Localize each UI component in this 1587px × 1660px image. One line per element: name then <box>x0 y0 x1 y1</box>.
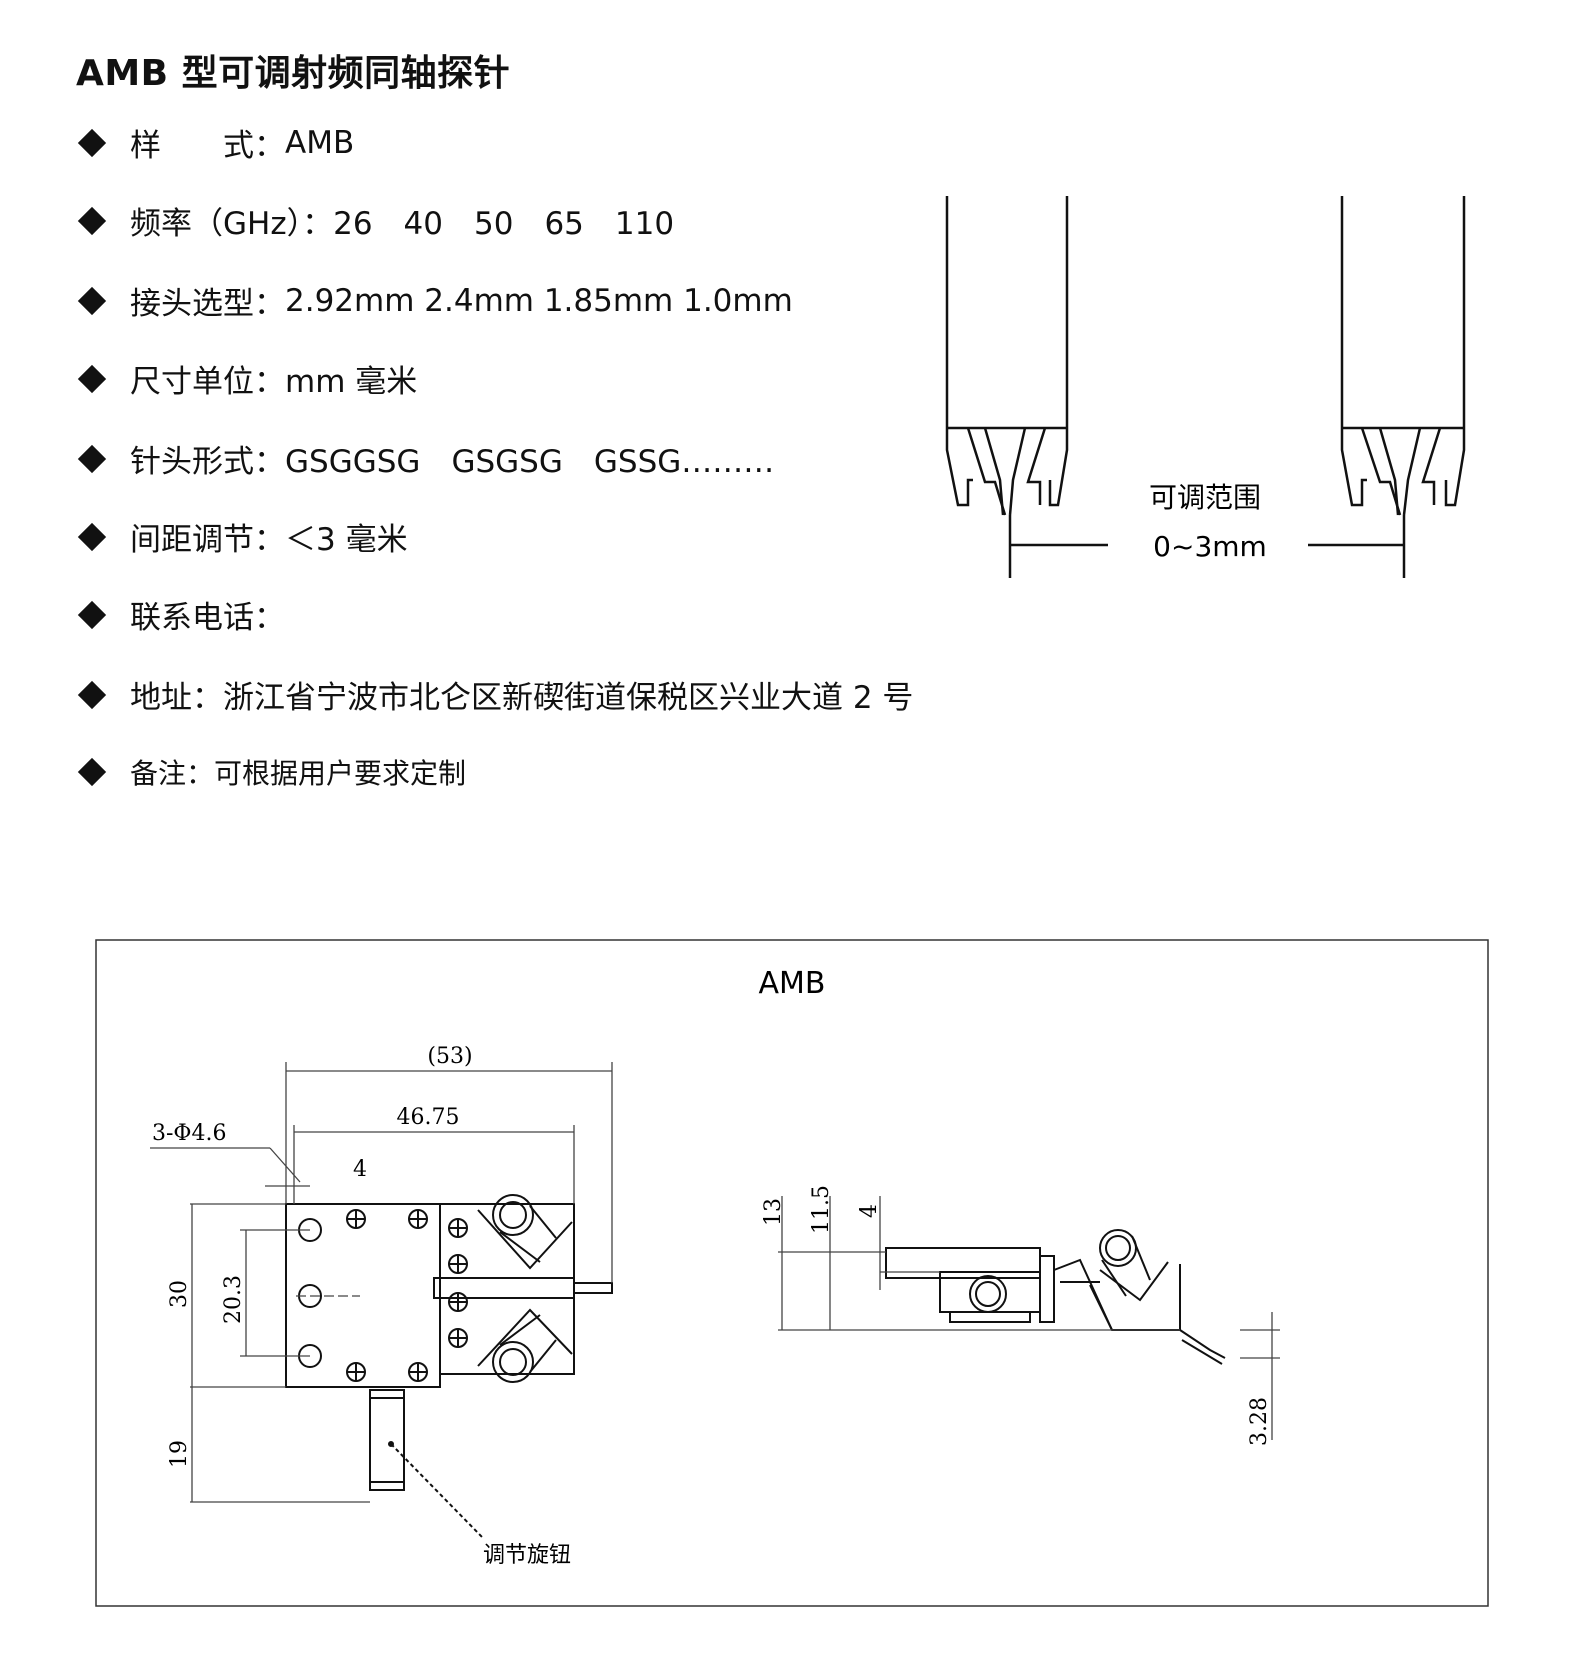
dim-20-3: 20.3 <box>221 1275 246 1324</box>
left-probe-drawing <box>945 196 1069 516</box>
right-probe-drawing <box>1340 196 1466 516</box>
technical-drawing: AMB <box>95 939 1489 1607</box>
spec-label: 针头形式： <box>130 444 285 480</box>
dim-30: 30 <box>167 1280 192 1308</box>
spec-frequency: 频率（GHz）：26 40 50 65 110 <box>76 198 674 243</box>
dim-4-top: 4 <box>353 1157 367 1182</box>
dim-19: 19 <box>167 1440 192 1468</box>
spec-label: 接头选型： <box>130 286 285 322</box>
side-plate <box>885 1247 1041 1279</box>
spec-label: 频率（GHz）： <box>130 206 334 242</box>
spec-tip-form: 针头形式：GSGGSG GSGSG GSSG……… <box>76 436 774 481</box>
spec-value: ＜3 毫米 <box>285 522 408 558</box>
spec-remark: 备注：可根据用户要求定制 <box>76 752 466 792</box>
connector-top <box>492 1194 557 1263</box>
spec-value: GSGGSG GSGSG GSSG……… <box>285 444 775 480</box>
spec-label: 间距调节： <box>130 522 285 558</box>
page-title: AMB 型可调射频同轴探针 <box>76 53 511 94</box>
dim-46-75: 46.75 <box>397 1105 460 1130</box>
bullet-diamond-icon <box>77 757 107 787</box>
spec-address: 地址：浙江省宁波市北仑区新碶街道保税区兴业大道 2 号 <box>76 672 913 717</box>
connector-bottom <box>492 1314 557 1383</box>
bullet-diamond-icon <box>77 680 107 709</box>
adjust-knob <box>369 1389 405 1491</box>
knob-label: 调节旋钮 <box>483 1543 571 1568</box>
dim-13: 13 <box>761 1198 786 1226</box>
spec-label: 尺寸单位： <box>130 364 285 400</box>
spec-label: 样 式： <box>130 128 285 164</box>
dim-holes: 3-Φ4.6 <box>152 1121 226 1146</box>
spec-value: 浙江省宁波市北仑区新碶街道保税区兴业大道 2 号 <box>223 680 914 716</box>
drawing-title: AMB <box>759 966 826 1001</box>
spec-label: 地址： <box>130 680 223 716</box>
spec-connector: 接头选型：2.92mm 2.4mm 1.85mm 1.0mm <box>76 278 793 323</box>
spec-unit: 尺寸单位：mm 毫米 <box>76 356 417 401</box>
spec-value: 可根据用户要求定制 <box>214 757 467 790</box>
dim-3-28: 3.28 <box>1247 1397 1272 1446</box>
spec-style: 样 式：AMB <box>76 120 354 165</box>
spec-label: 联系电话： <box>130 600 285 636</box>
spec-label: 备注： <box>130 757 215 790</box>
range-label: 可调范围 <box>1149 481 1261 514</box>
spec-value: 2.92mm 2.4mm 1.85mm 1.0mm <box>285 282 793 319</box>
main-block <box>285 1203 441 1388</box>
spec-value: mm 毫米 <box>285 364 418 400</box>
drawing-frame <box>95 939 1489 1607</box>
spec-value: AMB <box>285 124 355 161</box>
screws <box>346 1209 468 1382</box>
bullet-diamond-icon <box>77 600 107 629</box>
spec-pitch: 间距调节：＜3 毫米 <box>76 514 408 559</box>
spec-value: 26 40 50 65 110 <box>333 206 675 242</box>
dim-53: (53) <box>427 1044 472 1069</box>
dim-11-5: 11.5 <box>809 1185 834 1234</box>
spec-phone: 联系电话： <box>76 592 285 637</box>
side-connector <box>1099 1229 1151 1297</box>
range-diagram: 可调范围 0~3mm <box>945 196 1466 578</box>
range-value: 0~3mm <box>1153 530 1267 563</box>
dim-4-side: 4 <box>857 1204 882 1218</box>
